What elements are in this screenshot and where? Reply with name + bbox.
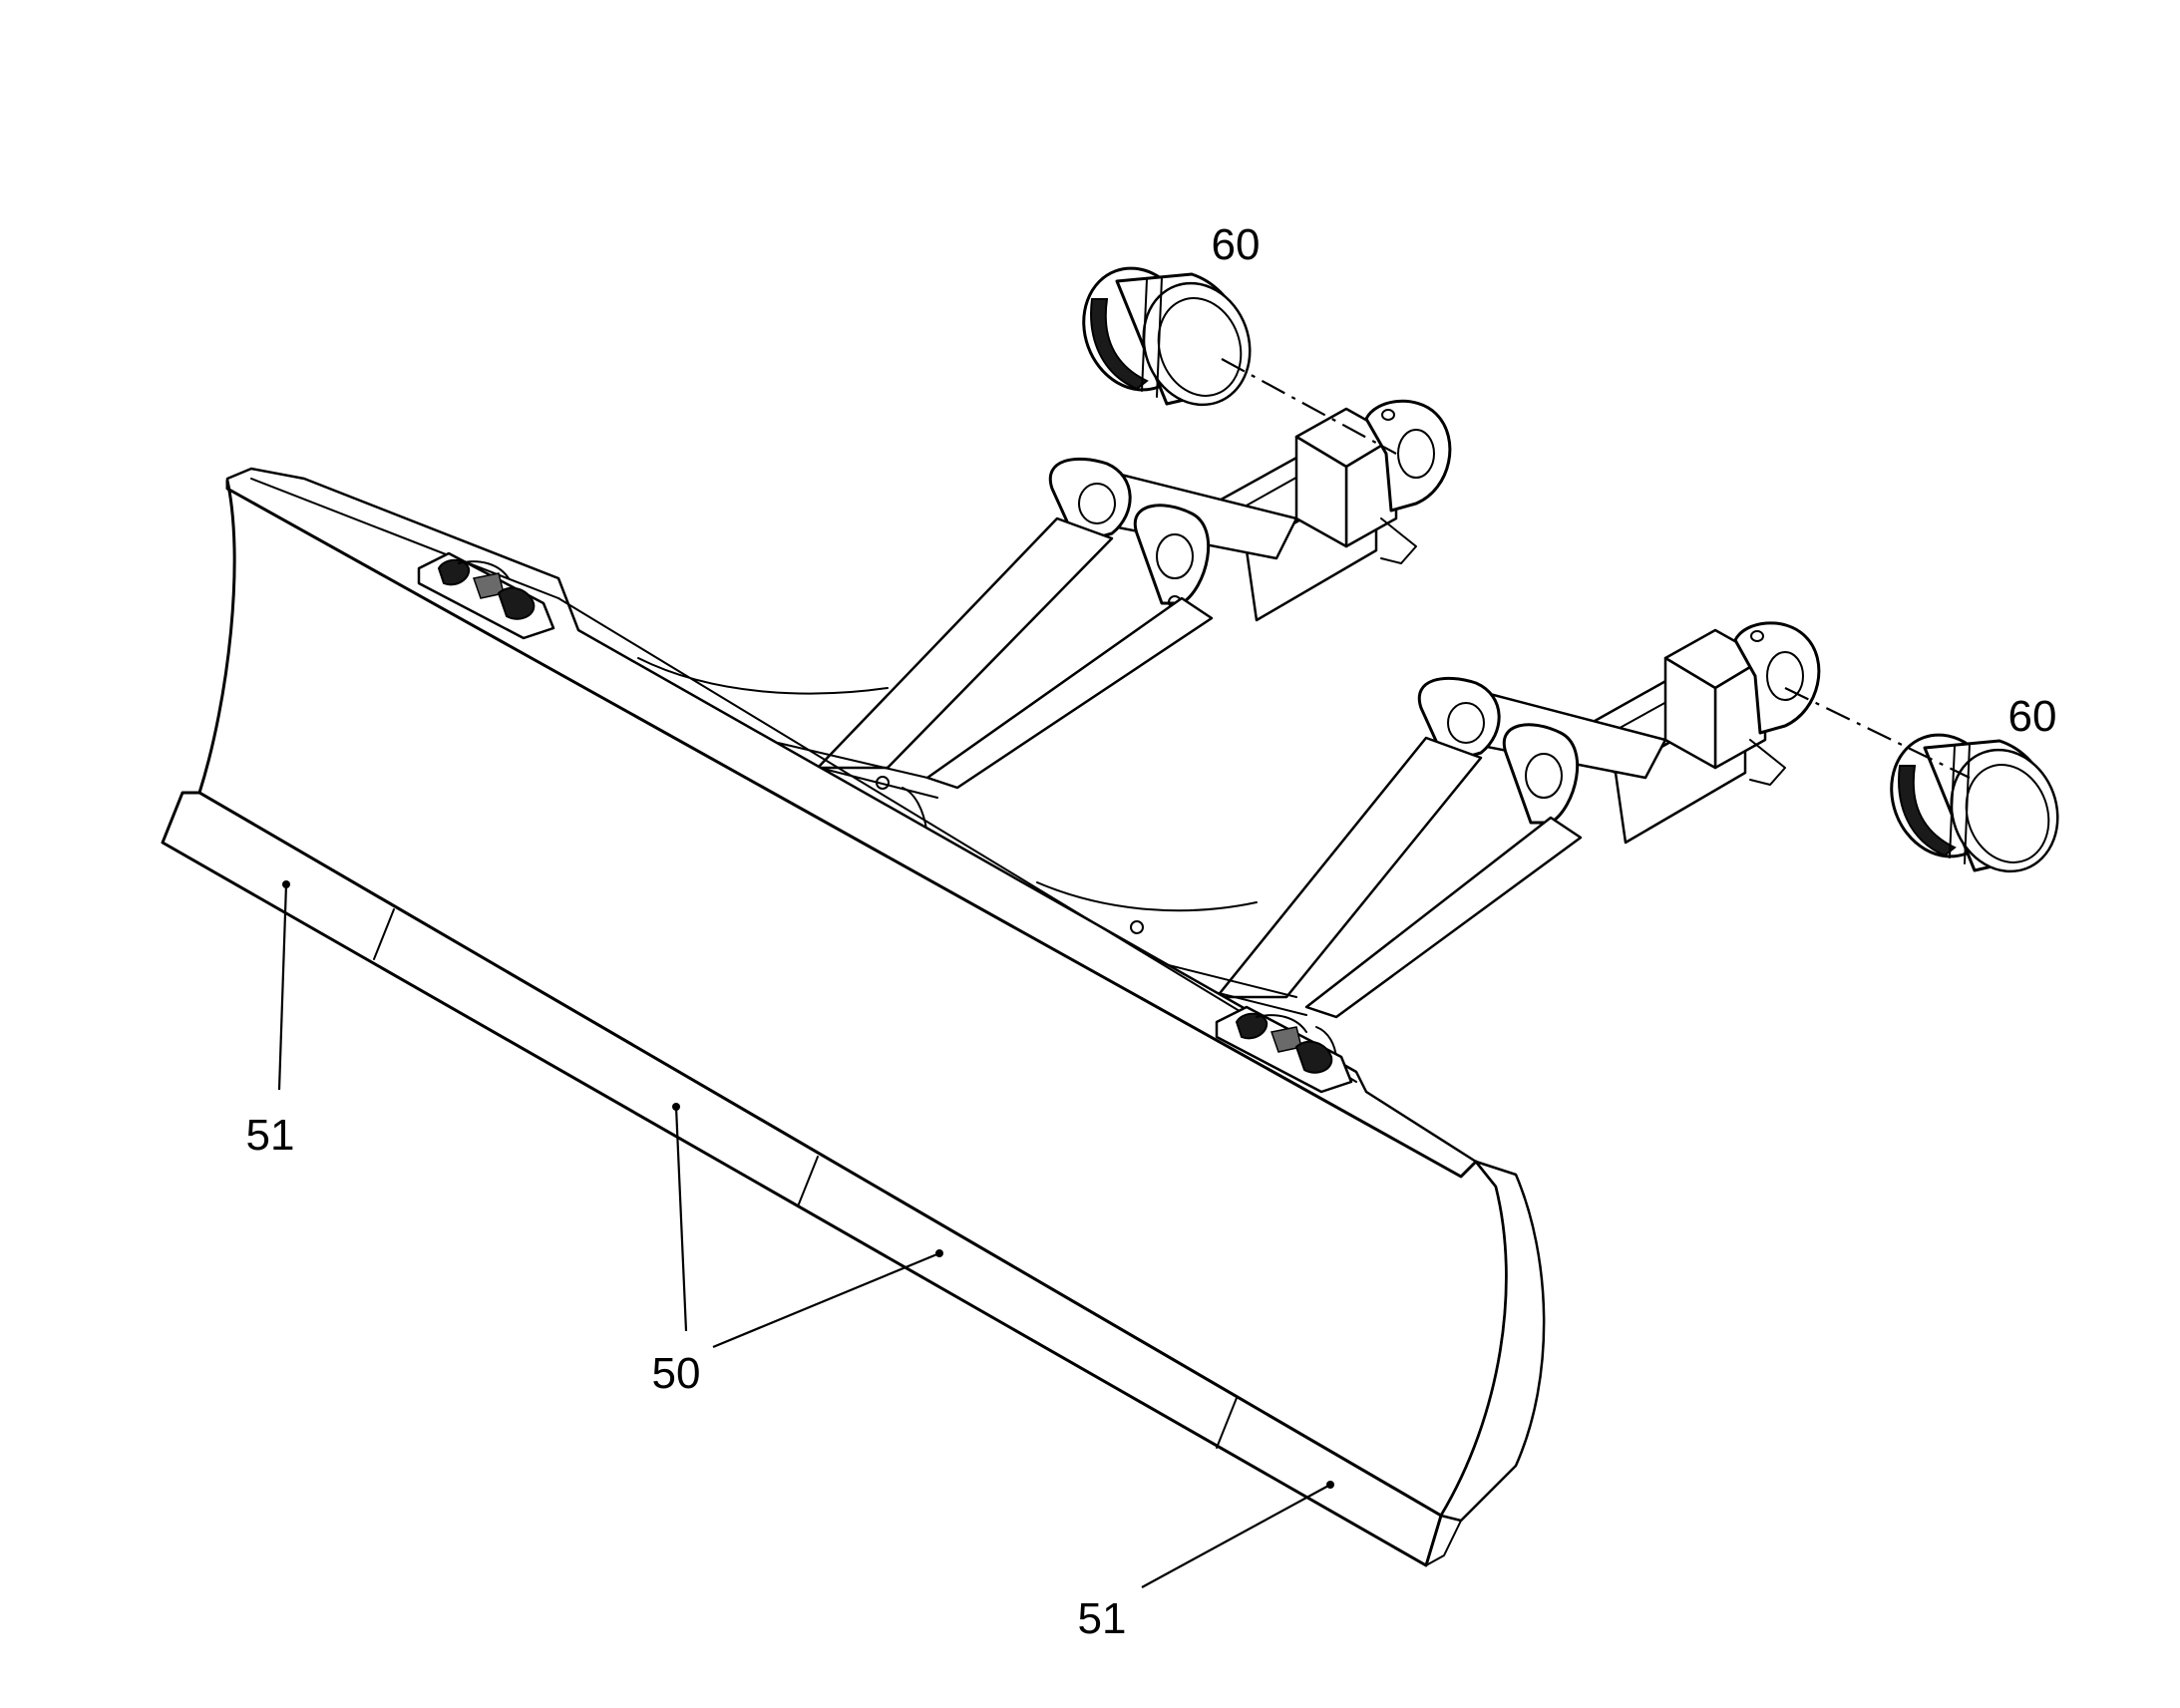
upper-arm — [777, 399, 1452, 898]
blade-clip-left — [417, 551, 555, 640]
bushing-top — [1082, 266, 1252, 407]
center-line-right — [1784, 687, 1971, 779]
callout-51-left: 51 — [246, 1111, 295, 1160]
callout-60-top: 60 — [1212, 220, 1261, 269]
center-line-top — [1221, 358, 1397, 455]
dozer-blade — [161, 467, 1546, 1567]
blade-clip-right — [1215, 1005, 1353, 1094]
callout-50: 50 — [652, 1349, 701, 1398]
callout-60-right: 60 — [2008, 692, 2057, 741]
leader-lines — [277, 880, 1334, 1588]
bushing-right — [1890, 733, 2059, 873]
push-frame — [637, 399, 1821, 1098]
lower-arm — [1130, 621, 1821, 1098]
callout-51-bottom: 51 — [1078, 1594, 1127, 1643]
